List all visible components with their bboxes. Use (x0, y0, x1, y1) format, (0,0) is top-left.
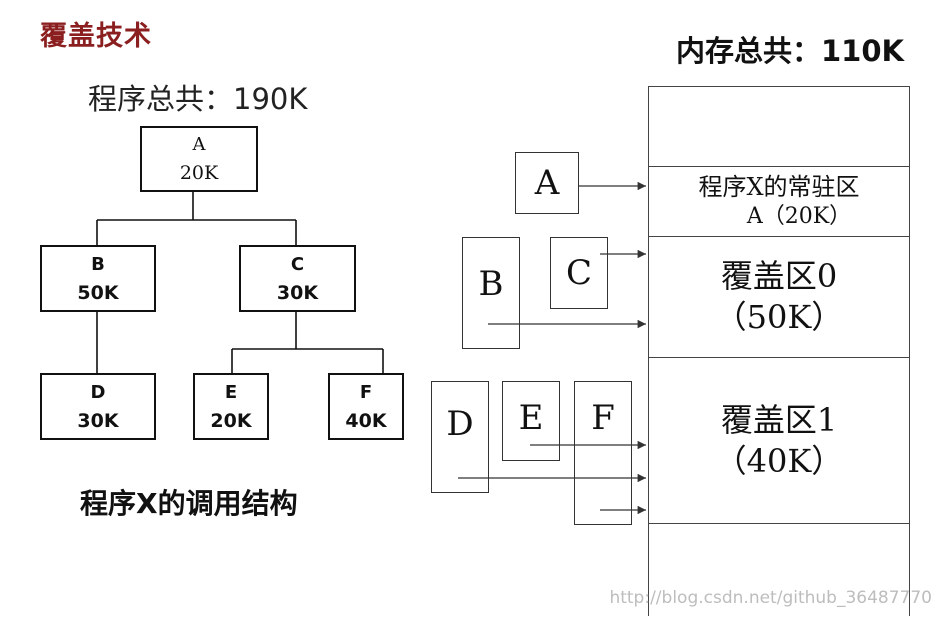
diagram-caption: 程序X的调用结构 (80, 487, 298, 520)
module-c: C (550, 237, 608, 309)
overlay-0-size: （50K） (714, 298, 844, 336)
tree-node-b-name: B (91, 253, 105, 275)
tree-node-e-name: E (224, 381, 238, 403)
overlay-0-label: 覆盖区0 (720, 257, 838, 295)
module-a-label: A (534, 163, 560, 203)
memory-overlay-1: 覆盖区1 （40K） (649, 358, 909, 524)
resident-label: 程序X的常驻区 (698, 172, 860, 201)
tree-node-b-size: 50K (77, 281, 119, 304)
tree-node-b: B 50K (40, 245, 156, 312)
module-d-label: D (446, 404, 474, 444)
module-b-label: B (478, 264, 504, 304)
memory-column: 程序X的常驻区 A（20K） 覆盖区0 （50K） 覆盖区1 （40K） (648, 86, 910, 616)
overlay-1-label: 覆盖区1 (720, 400, 838, 439)
module-f-label: F (591, 398, 615, 438)
slide-title: 覆盖技术 (40, 21, 152, 52)
module-f: F (574, 381, 632, 525)
tree-node-d-size: 30K (77, 409, 119, 432)
tree-node-d: D 30K (40, 373, 156, 440)
module-d: D (431, 381, 489, 493)
tree-node-f-name: F (359, 381, 373, 403)
watermark-text: http://blog.csdn.net/github_36487770 (609, 588, 932, 608)
tree-node-c-name: C (290, 253, 305, 275)
tree-node-a-name: A (192, 134, 206, 155)
tree-node-f: F 40K (328, 373, 404, 440)
memory-total-label: 内存总共：110K (676, 34, 905, 68)
module-c-label: C (565, 253, 592, 293)
overlay-1-size: （40K） (714, 441, 844, 480)
module-e-label: E (518, 398, 544, 438)
tree-node-d-name: D (90, 381, 106, 403)
module-e: E (502, 381, 560, 461)
tree-node-a: A 20K (140, 126, 258, 192)
program-total-label: 程序总共：190K (88, 82, 308, 116)
tree-node-e-size: 20K (210, 409, 252, 432)
resident-size: A（20K） (746, 203, 852, 229)
tree-node-c-size: 30K (276, 281, 319, 304)
mapping-arrows (458, 181, 646, 515)
memory-overlay-0: 覆盖区0 （50K） (649, 237, 909, 358)
tree-node-a-size: 20K (179, 162, 219, 184)
tree-node-f-size: 40K (345, 409, 387, 432)
module-a: A (515, 152, 579, 214)
tree-node-c: C 30K (239, 245, 356, 312)
module-b: B (462, 237, 520, 349)
memory-top-free (649, 87, 909, 167)
memory-resident-area: 程序X的常驻区 A（20K） (649, 167, 909, 237)
tree-node-e: E 20K (193, 373, 269, 440)
tree-connectors (96, 190, 384, 373)
